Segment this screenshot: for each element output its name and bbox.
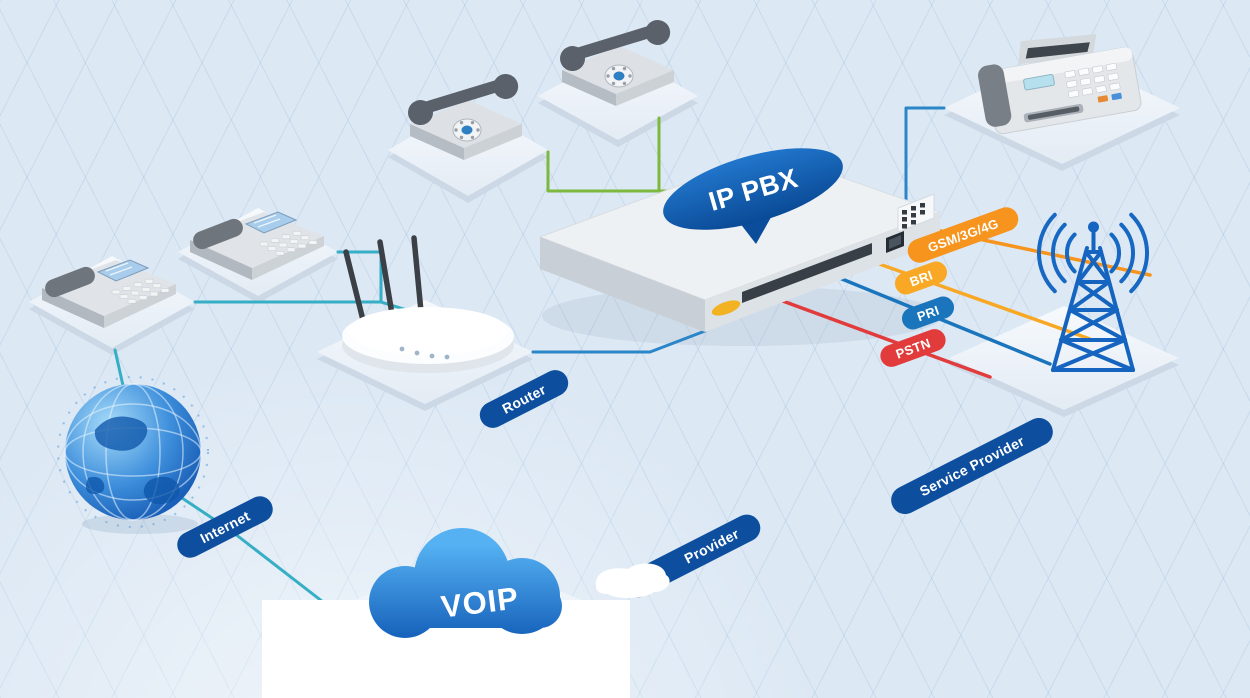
line-ip-phone-2 xyxy=(336,250,383,304)
label-bri-text: BRI xyxy=(908,267,935,289)
label-router-pill xyxy=(479,370,569,428)
line-pstn xyxy=(778,298,992,379)
label-internet-pill xyxy=(177,496,273,558)
analog-phone-icon xyxy=(408,74,522,160)
fax-machine-icon xyxy=(978,34,1142,135)
label-bri: BRI xyxy=(894,261,948,295)
label-service-provider: Service Provider xyxy=(891,417,1053,515)
label-bri-pill xyxy=(894,261,948,295)
line-analog-phone-1 xyxy=(546,150,714,193)
platform-tower xyxy=(949,306,1179,417)
ip-pbx-badge: IP PBX xyxy=(663,148,843,244)
line-bri xyxy=(838,248,1092,341)
internet-globe-icon xyxy=(57,376,209,528)
analog-phone-icon xyxy=(560,20,674,106)
pbx-display-slot xyxy=(742,243,872,303)
line-fax-to-pbx xyxy=(904,106,946,202)
cell-tower-icon xyxy=(1051,221,1135,372)
label-pri-text: PRI xyxy=(915,303,941,325)
white-blob-mask xyxy=(595,563,670,598)
label-gsm-pill xyxy=(907,207,1019,263)
pbx-module-ports xyxy=(897,193,935,233)
signal-waves-icon xyxy=(1036,212,1150,294)
label-pstn-pill xyxy=(880,329,946,367)
line-router-to-pbx xyxy=(531,329,707,354)
voip-cloud-icon: VOIP xyxy=(369,528,562,638)
globe-shadow xyxy=(82,514,198,534)
label-pri-pill xyxy=(901,296,955,330)
router-icon xyxy=(342,235,514,373)
label-pri: PRI xyxy=(901,296,955,330)
label-service-provider-text: Service Provider xyxy=(917,433,1027,500)
ip-phone-icon xyxy=(190,211,324,280)
pbx-brand-logo xyxy=(711,300,741,316)
label-service-provider-pill xyxy=(891,417,1053,515)
ip-phone-icon xyxy=(42,259,176,328)
